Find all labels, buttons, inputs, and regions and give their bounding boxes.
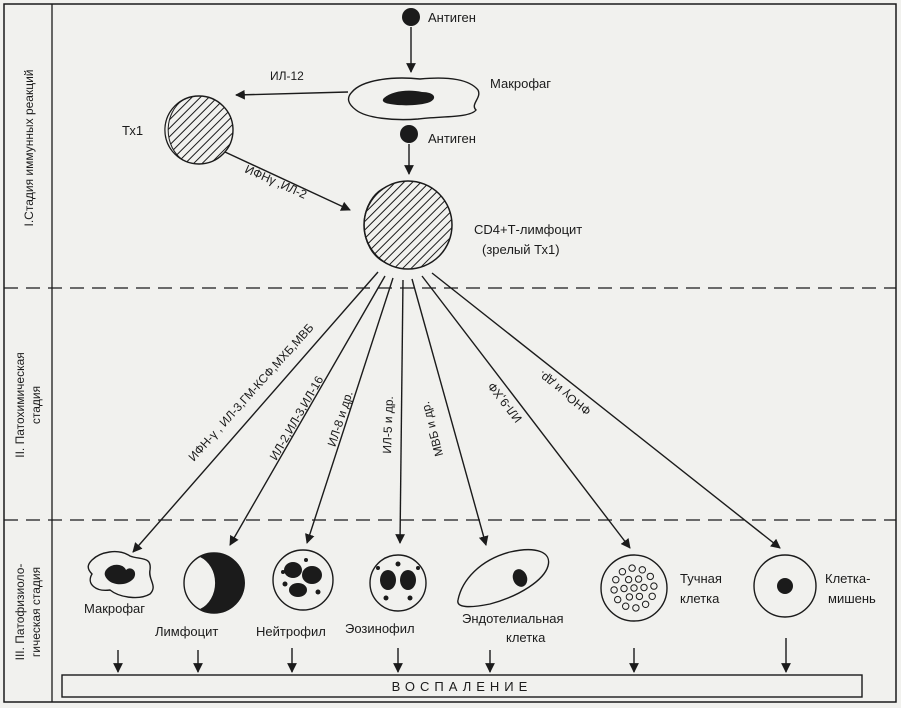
- inflammation-label: ВОСПАЛЕНИЕ: [392, 679, 533, 694]
- mast-cell-granule: [610, 586, 618, 594]
- arrow-to-neutrophil-label: ИЛ-8 и др.: [325, 389, 356, 448]
- eosinophil-granule: [395, 561, 401, 567]
- effector-mast-cell: [600, 554, 668, 622]
- antigen-top: [402, 8, 420, 26]
- mast-cell-granule: [641, 600, 650, 608]
- effector-macrophage-nucleus: [104, 564, 136, 585]
- mast-cell-granule: [620, 584, 628, 593]
- eosinophil-lobe-1: [380, 570, 396, 590]
- mast-cell-granule: [628, 564, 636, 572]
- stage-3-label-line2: гическая стадия: [29, 567, 43, 657]
- arrow-to-endothelial-label: МВБ и др.: [418, 400, 446, 458]
- inflammation-box: [61, 674, 863, 698]
- mast-cell-granule: [624, 575, 633, 584]
- mast-cell-granule: [630, 584, 638, 592]
- neutrophil-lobe-1: [284, 562, 302, 578]
- arrow-ifn-il2: [224, 151, 351, 211]
- effector-neutrophil: [272, 549, 334, 611]
- cd4-cytoplasm: [363, 186, 387, 264]
- neutrophil-granule: [281, 570, 285, 574]
- stage-3-label-line1: III. Патофизиоло-: [13, 564, 27, 661]
- effector-neutrophil-label: Нейтрофил: [256, 624, 326, 639]
- effector-target-label-line2: мишень: [828, 591, 876, 606]
- mast-cell-granules: [610, 564, 658, 612]
- arrow-to-eosinophil: [395, 279, 406, 544]
- target-cell-nucleus: [777, 578, 793, 594]
- mast-cell-granule: [612, 576, 620, 584]
- arrow-to-mast: [421, 275, 631, 549]
- mast-cell-granule: [618, 568, 627, 576]
- effector-macrophage-label: Макрофаг: [84, 601, 145, 616]
- mast-cell-granule: [650, 582, 658, 590]
- macrophage-top-label: Макрофаг: [490, 76, 551, 91]
- neutrophil-granule: [315, 589, 321, 595]
- arrow-to-endothelial: [411, 278, 489, 546]
- mast-cell-granule: [632, 604, 640, 612]
- antigen-mid-label: Антиген: [428, 131, 476, 146]
- effector-eosinophil-label: Эозинофил: [345, 621, 415, 636]
- antigen-top-label: Антиген: [428, 10, 476, 25]
- neutrophil-granule: [304, 558, 308, 562]
- arrow-to-lymphocyte-label: ИЛ-2,ИЛ-3,ИЛ-16: [267, 373, 327, 462]
- effector-lymphocyte-label: Лимфоцит: [155, 624, 218, 639]
- effector-lymphocyte-nucleus: [200, 553, 245, 614]
- arrow-to-eosinophil-label: ИЛ-5 и др.: [380, 396, 396, 454]
- mast-cell-granule: [614, 595, 622, 604]
- cd4-label-line2: (зрелый Тх1): [482, 242, 560, 257]
- mast-cell-granule: [638, 566, 646, 574]
- neutrophil-lobe-3: [289, 583, 307, 597]
- eosinophil-granule: [407, 595, 413, 601]
- th1-cytoplasm: [164, 99, 184, 161]
- arrow-to-macrophage-label: ИФН-γ , ИЛ-3,ГМ-КСФ,МХБ,МВБ: [186, 321, 317, 464]
- stage-2-label-line1: II. Патохимическая: [13, 352, 27, 458]
- mast-cell-granule: [646, 572, 654, 581]
- stage-2-label-line2: стадия: [29, 386, 43, 424]
- mast-cell-granule: [635, 592, 644, 601]
- macrophage-top-nucleus: [382, 90, 435, 106]
- eosinophil-granule: [376, 566, 380, 570]
- macrophage-top: [347, 77, 480, 121]
- arrow-to-lymphocyte: [229, 275, 386, 546]
- eosinophil-lobe-2: [400, 570, 416, 590]
- arrow-il12-label: ИЛ-12: [270, 69, 304, 83]
- effector-macrophage: [87, 550, 154, 599]
- effector-target-label-line1: Клетка-: [825, 571, 870, 586]
- cd4-label-line1: CD4+Т-лимфоцит: [474, 222, 582, 237]
- stage-1-label: I.Стадия иммунных реакций: [22, 69, 36, 226]
- effector-endothelial-label-line1: Эндотелиальная: [462, 611, 564, 626]
- arrow-to-neutrophil: [305, 277, 394, 544]
- effector-mast-label-line1: Тучная: [680, 571, 722, 586]
- eosinophil-granule: [416, 566, 420, 570]
- mast-cell-granule: [648, 592, 656, 600]
- mast-cell-granule: [640, 583, 648, 592]
- mast-cell-granule: [634, 575, 643, 583]
- arrow-il12: [235, 89, 349, 100]
- outer-frame: [3, 3, 897, 703]
- effector-endothelial-label-line2: клетка: [506, 630, 546, 645]
- neutrophil-lobe-2: [302, 566, 322, 584]
- effector-mast-label-line2: клетка: [680, 591, 720, 606]
- neutrophil-granule: [282, 581, 288, 587]
- eosinophil-granule: [383, 595, 389, 601]
- arrow-ifn-il2-label: ИФНγ ,ИЛ-2: [243, 162, 310, 202]
- mast-cell-granule: [622, 602, 630, 610]
- th1-label: Тх1: [122, 123, 143, 138]
- arrow-to-macrophage: [132, 271, 379, 553]
- endothelial-nucleus: [512, 569, 528, 587]
- antigen-mid: [400, 125, 418, 143]
- mast-cell-granule: [625, 593, 634, 601]
- effector-endothelial: [457, 548, 550, 608]
- arrow-to-target: [431, 272, 781, 549]
